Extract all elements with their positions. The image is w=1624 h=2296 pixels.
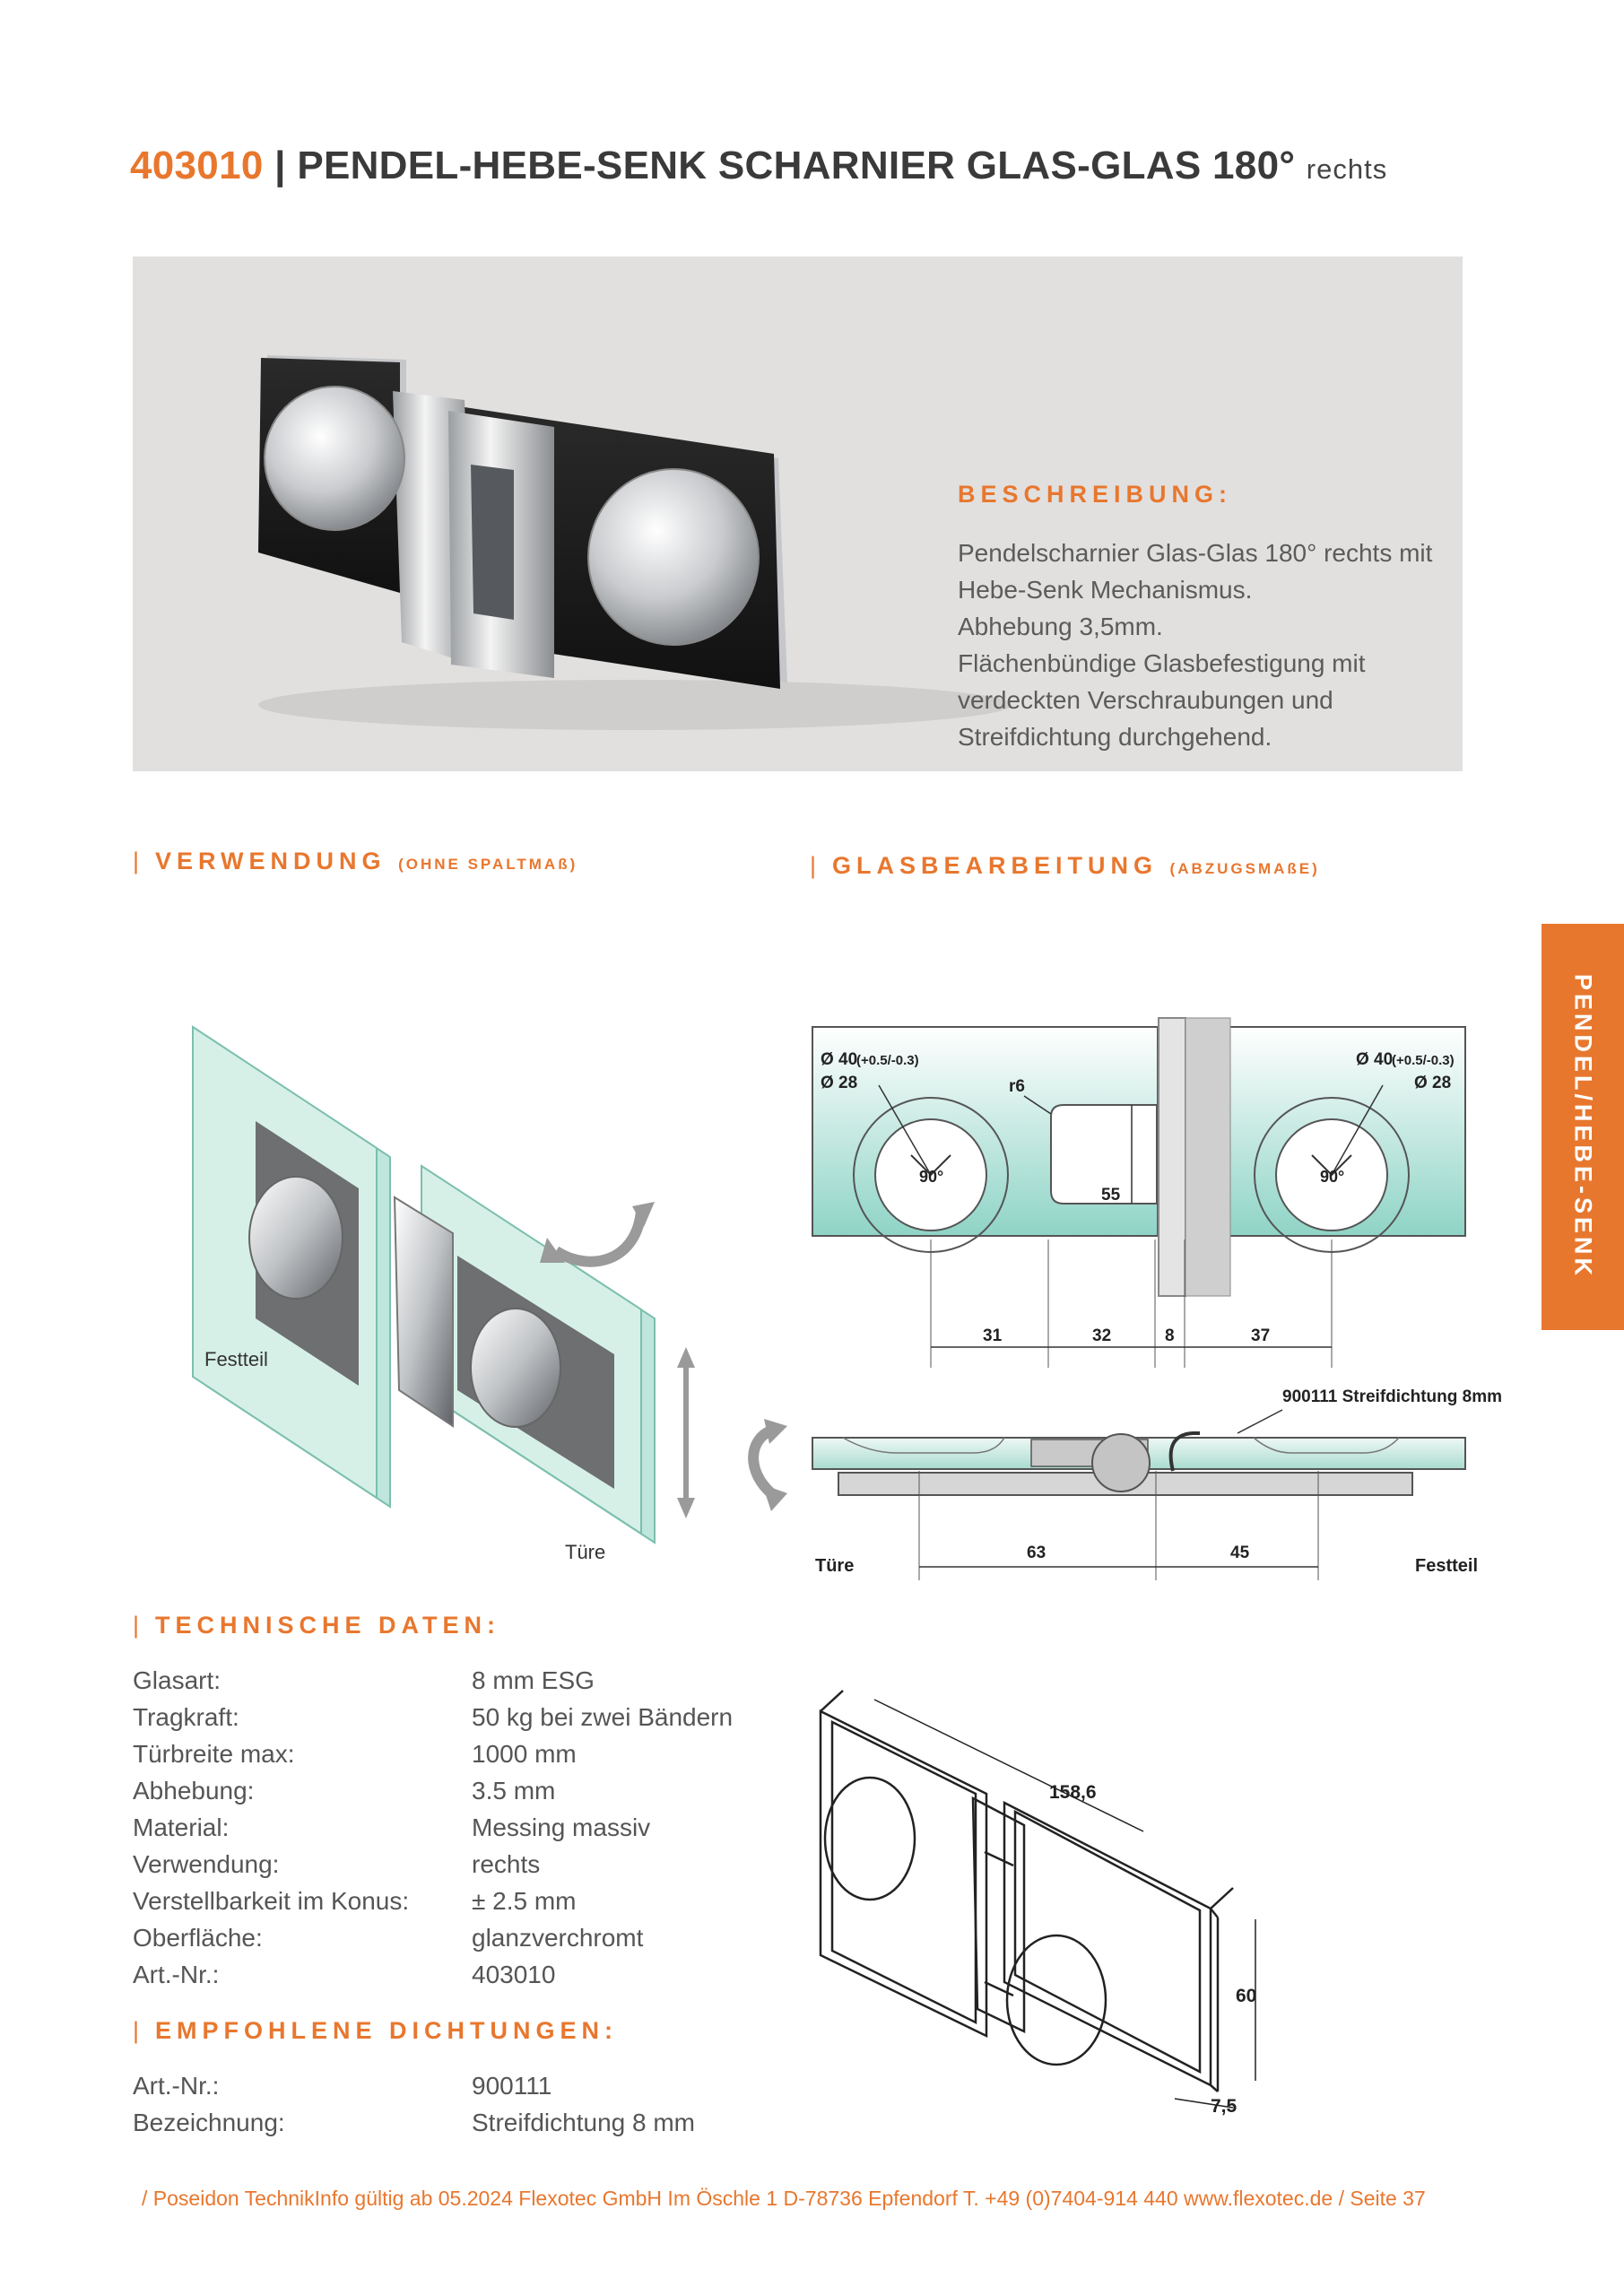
seals-heading: |EMPFOHLENE DICHTUNGEN: bbox=[133, 2017, 619, 2044]
seals-heading-text: EMPFOHLENE DICHTUNGEN: bbox=[155, 2017, 619, 2044]
spec-key: Art.-Nr.: bbox=[133, 1961, 220, 1988]
tech-heading-text: TECHNISCHE DATEN: bbox=[155, 1612, 501, 1639]
spec-key: Abhebung: bbox=[133, 1777, 255, 1805]
spec-value: 50 kg bei zwei Bändern bbox=[472, 1703, 734, 1731]
spec-value: Messing massiv bbox=[472, 1813, 651, 1841]
spec-key: Verstellbarkeit im Konus: bbox=[133, 1887, 410, 1915]
spec-value: 1000 mm bbox=[472, 1740, 577, 1768]
hole-tolerance-left: (+0.5/-0.3) bbox=[856, 1053, 919, 1068]
description-line: verdeckten Verschraubungen und bbox=[958, 686, 1333, 714]
seal-value: Streifdichtung 8 mm bbox=[472, 2109, 695, 2136]
dim-fixed: 45 bbox=[1230, 1544, 1250, 1562]
spec-row: Abhebung: 3.5 mm bbox=[133, 1777, 814, 1813]
dimension-drawing: 158,6 60 7,5 bbox=[819, 1690, 1256, 2117]
spec-row: Verstellbarkeit im Konus: ± 2.5 mm bbox=[133, 1887, 814, 1924]
usage-note: (OHNE SPALTMAß) bbox=[398, 856, 578, 873]
glass-heading-text: GLASBEARBEITUNG bbox=[832, 852, 1159, 879]
dim-8: 8 bbox=[1165, 1326, 1175, 1345]
spec-key: Oberfläche: bbox=[133, 1924, 263, 1952]
hero-panel: BESCHREIBUNG: bbox=[133, 257, 1463, 771]
spec-row: Oberfläche: glanzverchromt bbox=[133, 1924, 814, 1961]
description-heading: BESCHREIBUNG: bbox=[958, 481, 1233, 508]
dim-32: 32 bbox=[1092, 1326, 1111, 1345]
side-tab-label: PENDEL/HEBE-SENK bbox=[1569, 973, 1597, 1280]
hinge-product-photo bbox=[258, 355, 1012, 730]
dim-37: 37 bbox=[1251, 1326, 1270, 1345]
usage-illustration: Festteil Türe bbox=[192, 1025, 695, 1563]
hole-inner-left: Ø 28 bbox=[821, 1074, 857, 1092]
spec-value: glanzverchromt bbox=[472, 1924, 644, 1952]
radius-label: r6 bbox=[1009, 1077, 1025, 1096]
usage-label-fixed: Festteil bbox=[204, 1348, 268, 1370]
page-title: 403010 | PENDEL-HEBE-SENK SCHARNIER GLAS… bbox=[130, 144, 1387, 188]
spec-value: 403010 bbox=[472, 1961, 556, 1988]
product-name: PENDEL-HEBE-SENK SCHARNIER GLAS-GLAS 180… bbox=[297, 144, 1296, 187]
spec-row: Türbreite max: 1000 mm bbox=[133, 1740, 814, 1777]
glass-processing-drawing: Ø 40 (+0.5/-0.3) Ø 28 Ø 40 (+0.5/-0.3) Ø… bbox=[748, 1017, 1502, 1580]
seal-row: Art.-Nr.: 900111 bbox=[133, 2072, 814, 2109]
spec-key: Türbreite max: bbox=[133, 1740, 295, 1768]
spec-row: Verwendung: rechts bbox=[133, 1850, 814, 1887]
footer: / Poseidon TechnikInfo gültig ab 05.2024… bbox=[142, 2187, 1426, 2210]
spec-key: Verwendung: bbox=[133, 1850, 280, 1878]
spec-row: Tragkraft: 50 kg bei zwei Bändern bbox=[133, 1703, 814, 1740]
seal-label: 900111 Streifdichtung 8mm bbox=[1282, 1387, 1502, 1406]
seal-value: 900111 bbox=[472, 2072, 552, 2100]
usage-heading-text: VERWENDUNG bbox=[155, 848, 386, 874]
spec-row: Material: Messing massiv bbox=[133, 1813, 814, 1850]
description-line: Flächenbündige Glasbefestigung mit bbox=[958, 649, 1366, 677]
spec-value: ± 2.5 mm bbox=[472, 1887, 577, 1915]
usage-heading: |VERWENDUNG (OHNE SPALTMAß) bbox=[133, 848, 578, 874]
spec-value: 3.5 mm bbox=[472, 1777, 556, 1805]
spec-row: Glasart: 8 mm ESG bbox=[133, 1666, 814, 1703]
section-label-door: Türe bbox=[815, 1556, 854, 1576]
glass-heading: |GLASBEARBEITUNG (ABZUGSMAßE) bbox=[810, 852, 1320, 879]
article-code: 403010 bbox=[130, 144, 264, 187]
dim-drawing-height: 60 bbox=[1236, 1986, 1256, 2006]
angle-left: 90° bbox=[919, 1168, 943, 1186]
description-line: Pendelscharnier Glas-Glas 180° rechts mi… bbox=[958, 539, 1433, 567]
title-separator: | bbox=[274, 144, 286, 187]
dim-depth: 7,5 bbox=[1211, 2096, 1238, 2117]
glass-note: (ABZUGSMAßE) bbox=[1169, 860, 1320, 877]
hole-inner-right: Ø 28 bbox=[1414, 1074, 1451, 1092]
dim-door: 63 bbox=[1027, 1544, 1046, 1562]
dim-length: 158,6 bbox=[1049, 1782, 1097, 1803]
description-line: Abhebung 3,5mm. bbox=[958, 613, 1163, 640]
description-line: Hebe-Senk Mechanismus. bbox=[958, 576, 1253, 604]
seal-key: Art.-Nr.: bbox=[133, 2072, 220, 2100]
spec-key: Glasart: bbox=[133, 1666, 221, 1694]
spec-key: Material: bbox=[133, 1813, 230, 1841]
dim-height: 55 bbox=[1101, 1186, 1121, 1205]
angle-right: 90° bbox=[1320, 1168, 1344, 1186]
spec-value: 8 mm ESG bbox=[472, 1666, 595, 1694]
hole-outer-left: Ø 40 bbox=[821, 1050, 857, 1069]
seal-key: Bezeichnung: bbox=[133, 2109, 285, 2136]
tech-heading: |TECHNISCHE DATEN: bbox=[133, 1612, 501, 1639]
description-line: Streifdichtung durchgehend. bbox=[958, 723, 1272, 751]
description-text: Pendelscharnier Glas-Glas 180° rechts mi… bbox=[958, 535, 1460, 755]
spec-value: rechts bbox=[472, 1850, 541, 1878]
hole-outer-right: Ø 40 bbox=[1356, 1050, 1393, 1069]
usage-label-door: Türe bbox=[565, 1541, 605, 1563]
title-suffix: rechts bbox=[1306, 153, 1388, 185]
seal-row: Bezeichnung: Streifdichtung 8 mm bbox=[133, 2109, 814, 2145]
spec-row: Art.-Nr.: 403010 bbox=[133, 1961, 814, 1997]
side-tab: PENDEL/HEBE-SENK bbox=[1541, 924, 1624, 1330]
spec-key: Tragkraft: bbox=[133, 1703, 239, 1731]
hole-tolerance-right: (+0.5/-0.3) bbox=[1392, 1053, 1455, 1068]
section-label-fixed: Festteil bbox=[1415, 1556, 1478, 1576]
dim-31: 31 bbox=[983, 1326, 1003, 1345]
